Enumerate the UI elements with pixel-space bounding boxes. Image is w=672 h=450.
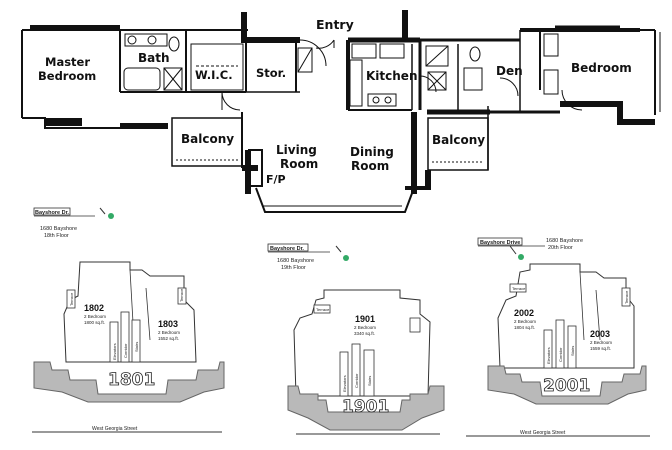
room-labels: . Entry Master Bedroom Bath W.I.C. Stor.… [38, 17, 632, 186]
fireplace-label: F/P [266, 173, 286, 186]
corridor-label: Corridor [123, 343, 128, 358]
unit-2003-area: 1559 sq.ft. [590, 346, 611, 351]
elevators-label: Elevators [342, 375, 347, 392]
stairs-label: Stairs [570, 346, 575, 356]
street-top-label: Bayshore Dr. [270, 246, 304, 252]
unit-2003-type: 2 Bedroom [590, 340, 612, 345]
unit-1802-type: 2 Bedroom [84, 314, 106, 319]
corridor-label: Corridor [354, 373, 359, 388]
balcony-left-label: Balcony [181, 132, 234, 146]
street-bottom-label: West Georgia Street [92, 426, 138, 432]
floor-1901-label: 1901 [342, 397, 389, 417]
unit-2002-area: 1804 sq.ft. [514, 325, 535, 330]
street-top-label: Bayshore Drive [480, 240, 520, 246]
entry-label: Entry [316, 17, 354, 32]
terrace-label: Terrace [624, 290, 629, 304]
unit-1802-area: 1800 sq.ft. [84, 320, 105, 325]
terrace-label: Terrace [69, 292, 74, 306]
unit-2002-label: 2002 [514, 308, 534, 318]
address-line-2: 18th Floor [44, 233, 69, 239]
den-label: Den [496, 64, 523, 78]
terrace-label: Terrace [316, 307, 330, 312]
unit-1901-area: 3340 sq.ft. [354, 331, 375, 336]
north-arrow-icon [518, 254, 524, 260]
terrace-label: Terrace [512, 286, 526, 291]
stairs-label: Stairs [367, 376, 372, 386]
bath-label: Bath [138, 51, 170, 65]
unit-1803-label: 1803 [158, 319, 178, 329]
north-arrow-icon [343, 255, 349, 261]
address-line-2: 19th Floor [281, 265, 306, 271]
elevators-label: Elevators [112, 343, 117, 360]
unit-1803-type: 2 Bedroom [158, 330, 180, 335]
address-line-1: 1680 Bayshore [277, 258, 314, 264]
floor-1801-label: 1801 [108, 370, 155, 390]
terrace-label: Terrace [179, 288, 184, 302]
unit-1803-area: 1552 sq.ft. [158, 336, 179, 341]
kitchen-label: Kitchen [366, 69, 418, 83]
master-bedroom-label-2: Bedroom [38, 69, 96, 83]
unit-1901-label: 1901 [355, 314, 375, 324]
corridor-label: Corridor [558, 347, 563, 362]
key-plan-19th-floor: Bayshore Dr. 1680 Bayshore 19th Floor 19… [267, 243, 445, 435]
stairs-label: Stairs [134, 342, 139, 352]
address-line-2: 20th Floor [548, 245, 573, 251]
bedroom-label: Bedroom [571, 61, 632, 75]
elevators-label: Elevators [546, 347, 551, 364]
unit-1901-type: 2 Bedroom [354, 325, 376, 330]
unit-2002-type: 2 Bedroom [514, 319, 536, 324]
key-plan-18th-floor: Bayshore Dr. 1680 Bayshore 18th Floor 18… [32, 207, 225, 433]
main-floor-plan [21, 10, 661, 213]
living-room-label-1: Living [276, 143, 317, 157]
dining-room-label-1: Dining [350, 145, 394, 159]
street-top-label: Bayshore Dr. [35, 210, 69, 216]
master-bedroom-label-1: Master [45, 55, 90, 69]
north-arrow-icon [108, 213, 114, 219]
street-bottom-label: West Georgia Street [520, 430, 566, 436]
unit-2003-label: 2003 [590, 329, 610, 339]
wic-label: W.I.C. [195, 68, 233, 82]
dining-room-label-2: Room [351, 159, 389, 173]
address-line-1: 1680 Bayshore [546, 238, 583, 244]
address-line-1: 1680 Bayshore [40, 226, 77, 232]
floor-2001-label: 2001 [543, 376, 590, 396]
key-plan-20th-floor: Bayshore Drive 1680 Bayshore 20th Floor … [466, 237, 650, 437]
storage-label: Stor. [256, 66, 286, 80]
unit-1802-label: 1802 [84, 303, 104, 313]
balcony-right-label: Balcony [432, 133, 485, 147]
living-room-label-2: Room [280, 157, 318, 171]
